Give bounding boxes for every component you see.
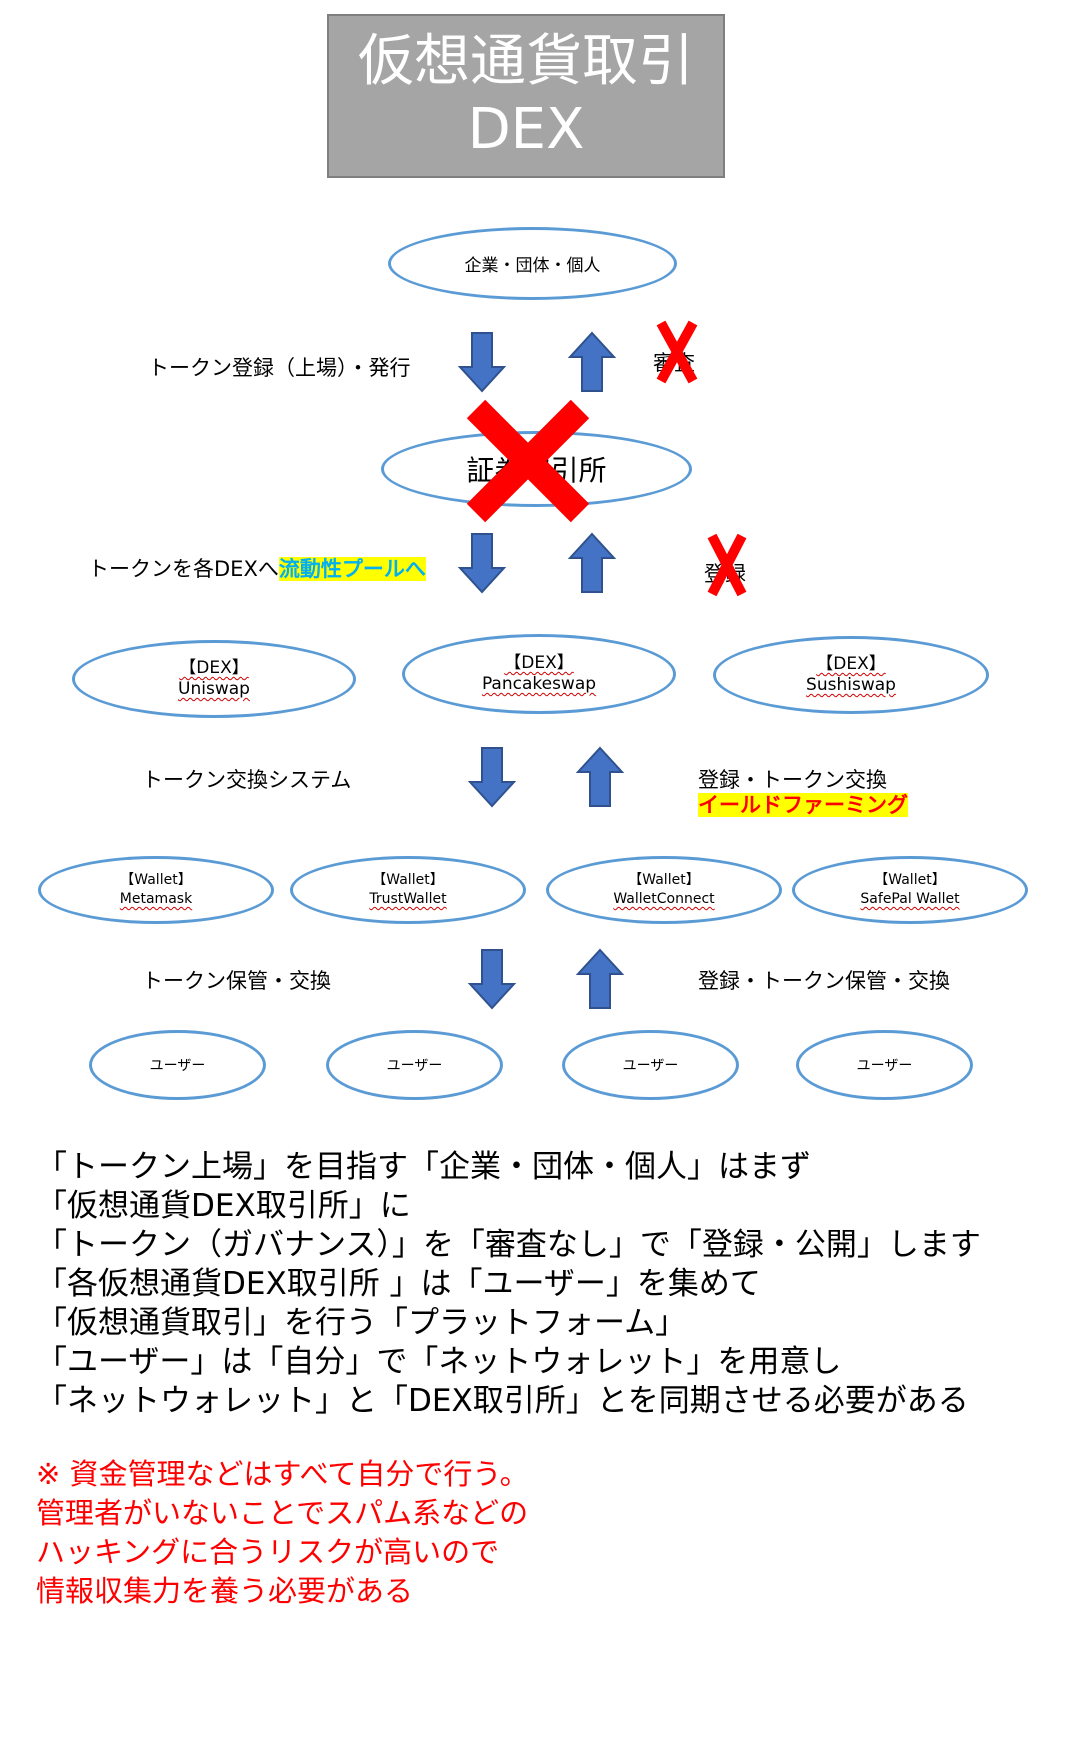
yield-farming-highlight: イールドファーミング — [698, 793, 908, 817]
wallet-ellipse-trustwallet: 【Wallet】 TrustWallet — [290, 856, 526, 924]
dex-tag: 【DEX】 — [816, 654, 886, 674]
wallet-name: Metamask — [119, 891, 193, 907]
user-ellipse: ユーザー — [326, 1030, 503, 1100]
wallet-tag: 【Wallet】 — [120, 872, 192, 888]
wallet-ellipse-walletconnect: 【Wallet】 WalletConnect — [546, 856, 782, 924]
description-line: 「仮想通貨DEX取引所」に — [36, 1188, 411, 1224]
down-arrow — [467, 747, 517, 808]
note-line: 管理者がいないことでスパム系などの — [36, 1496, 529, 1530]
review-cross-icon — [656, 320, 698, 384]
register-exchange-label: 登録・トークン交換 — [698, 768, 887, 792]
issue-label: トークン登録（上場）・発行 — [148, 356, 411, 380]
up-arrow — [567, 532, 617, 593]
to-dex-label: トークンを各DEXへ流動性プールへ — [88, 553, 426, 583]
note-line: 情報収集力を養う必要がある — [36, 1574, 414, 1608]
issuer-ellipse: 企業・団体・個人 — [388, 227, 677, 300]
description-line: 「ユーザー」は「自分」で「ネットウォレット」を用意し — [36, 1344, 842, 1380]
up-arrow — [575, 948, 625, 1009]
yield-farming-label: イールドファーミング — [698, 789, 908, 819]
description-line: 「トークン（ガバナンス）」を「審査なし」で「登録・公開」します — [36, 1227, 981, 1263]
wallet-tag: 【Wallet】 — [372, 872, 444, 888]
exchange-cross-icon — [466, 399, 590, 523]
dex-name: Sushiswap — [806, 675, 896, 695]
up-arrow — [567, 331, 617, 392]
wallet-ellipse-metamask: 【Wallet】 Metamask — [38, 856, 274, 924]
down-arrow — [467, 949, 517, 1010]
user-label: ユーザー — [856, 1058, 913, 1074]
dex-ellipse-sushiswap: 【DEX】 Sushiswap — [713, 636, 989, 714]
custody-label: トークン保管・交換 — [142, 969, 331, 993]
down-arrow — [457, 533, 507, 594]
dex-tag: 【DEX】 — [504, 653, 574, 673]
note-line: ハッキングに合うリスクが高いので — [36, 1535, 500, 1569]
title-line2: DEX — [467, 97, 585, 162]
to-dex-prefix: トークンを各DEXへ — [88, 557, 279, 581]
issuer-label: 企業・団体・個人 — [464, 256, 601, 276]
description-line: 「仮想通貨取引」を行う「プラットフォーム」 — [36, 1305, 687, 1341]
wallet-name: TrustWallet — [369, 891, 447, 907]
wallet-ellipse-safepal: 【Wallet】 SafePal Wallet — [792, 856, 1028, 924]
title-line1: 仮想通貨取引 — [358, 29, 694, 94]
liquidity-pool-highlight: 流動性プールへ — [278, 557, 426, 581]
title-box: 仮想通貨取引 DEX — [327, 14, 725, 178]
note-line: ※ 資金管理などはすべて自分で行う。 — [36, 1457, 529, 1491]
wallet-name: SafePal Wallet — [860, 891, 960, 907]
description-line: 「ネットウォレット」と「DEX取引所」とを同期させる必要がある — [36, 1383, 969, 1419]
exchange-system-label: トークン交換システム — [142, 768, 352, 792]
user-label: ユーザー — [386, 1058, 443, 1074]
user-ellipse: ユーザー — [89, 1030, 266, 1100]
wallet-tag: 【Wallet】 — [628, 872, 700, 888]
dex-ellipse-uniswap: 【DEX】 Uniswap — [72, 640, 356, 718]
user-ellipse: ユーザー — [796, 1030, 973, 1100]
user-label: ユーザー — [149, 1058, 206, 1074]
user-label: ユーザー — [622, 1058, 679, 1074]
dex-name: Pancakeswap — [481, 674, 597, 694]
dex-tag: 【DEX】 — [179, 658, 249, 678]
wallet-name: WalletConnect — [613, 891, 715, 907]
register-custody-label: 登録・トークン保管・交換 — [698, 969, 950, 993]
to-dex-suffix: へ — [404, 557, 426, 581]
dex-ellipse-pancakeswap: 【DEX】 Pancakeswap — [402, 634, 676, 714]
dex-name: Uniswap — [178, 679, 250, 699]
up-arrow — [575, 746, 625, 807]
liquidity-pool-text: 流動性プール — [278, 557, 405, 581]
warning-note: ※ 資金管理などはすべて自分で行う。 管理者がいないことでスパム系などの ハッキ… — [36, 1455, 529, 1611]
description-line: 「トークン上場」を目指す「企業・団体・個人」はまず — [36, 1149, 811, 1185]
description-text: 「トークン上場」を目指す「企業・団体・個人」はまず 「仮想通貨DEX取引所」に … — [36, 1148, 981, 1421]
user-ellipse: ユーザー — [562, 1030, 739, 1100]
wallet-tag: 【Wallet】 — [874, 872, 946, 888]
down-arrow — [457, 332, 507, 393]
register-cross-icon — [707, 533, 747, 597]
description-line: 「各仮想通貨DEX取引所 」は「ユーザー」を集めて — [36, 1266, 761, 1302]
